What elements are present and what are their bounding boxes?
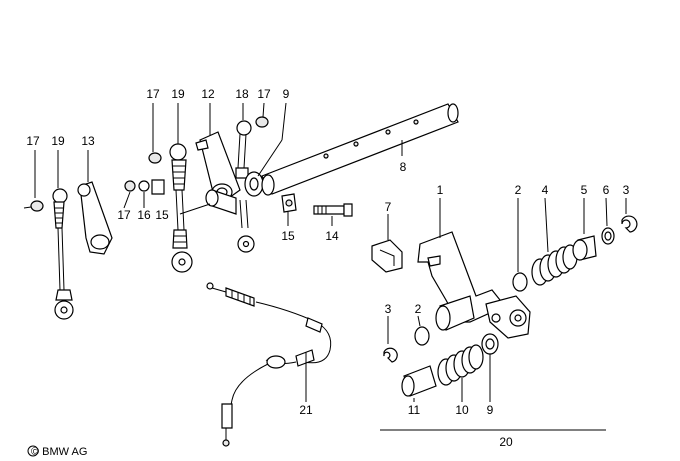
callout-11: 11 [408,403,421,417]
left-linkage-assembly [23,150,113,320]
shaft-part-assembly [261,103,459,196]
copyright-mark: © BMW AG [27,445,87,458]
callout-17a: 17 [26,134,40,148]
circlip-part [383,347,398,363]
callout-15a: 15 [155,208,169,222]
throttle-cable [206,282,332,447]
pivot-arm-part [485,295,531,339]
callout-2a: 2 [515,183,522,197]
callout-16: 16 [137,208,151,222]
right-assembly [371,197,638,431]
block-part [371,239,403,273]
callout-9a: 9 [283,87,290,101]
washer-part [138,180,150,192]
spring-part [437,344,484,386]
copyright-text: © BMW AG [31,446,87,458]
callout-1: 1 [437,183,444,197]
middle-linkage-assembly [123,102,287,273]
callout-18: 18 [235,87,249,101]
bushing-part [414,326,430,346]
ball-joint-part [236,120,252,136]
bolt-and-clip [281,193,353,226]
callout-3a: 3 [623,183,630,197]
callout-5: 5 [581,183,588,197]
callout-6: 6 [603,183,610,197]
copyright-circle [27,445,39,457]
nut-part [30,200,44,212]
callout-20: 20 [499,435,513,449]
callout-19b: 19 [171,87,185,101]
callout-19a: 19 [51,134,65,148]
callout-13: 13 [81,134,95,148]
callout-17b: 17 [146,87,160,101]
bushing-part [512,272,528,292]
callout-4: 4 [542,183,549,197]
callout-17c: 17 [257,87,271,101]
nut-part [148,152,162,164]
spring-sleeve-part [53,201,65,229]
circlip-part [621,215,638,233]
callout-2b: 2 [415,302,422,316]
lever-arm-part [199,131,241,201]
nut-part [255,116,269,128]
ball-joint-part [52,188,68,204]
nut-part [124,180,136,192]
bracket-part [417,231,501,323]
callout-10: 10 [455,403,469,417]
callout-7: 7 [385,200,392,214]
bushing-part [435,305,451,331]
callout-17d: 17 [117,208,131,222]
callout-9b: 9 [487,403,494,417]
spring-part [531,244,578,286]
callout-8: 8 [400,160,407,174]
callout-14: 14 [325,229,339,243]
clip-part [151,179,165,195]
callout-12: 12 [201,87,215,101]
callout-3b: 3 [385,302,392,316]
callout-21: 21 [299,403,313,417]
ball-joint-part [169,143,187,161]
shaft-part [261,103,459,195]
callout-15b: 15 [281,229,295,243]
